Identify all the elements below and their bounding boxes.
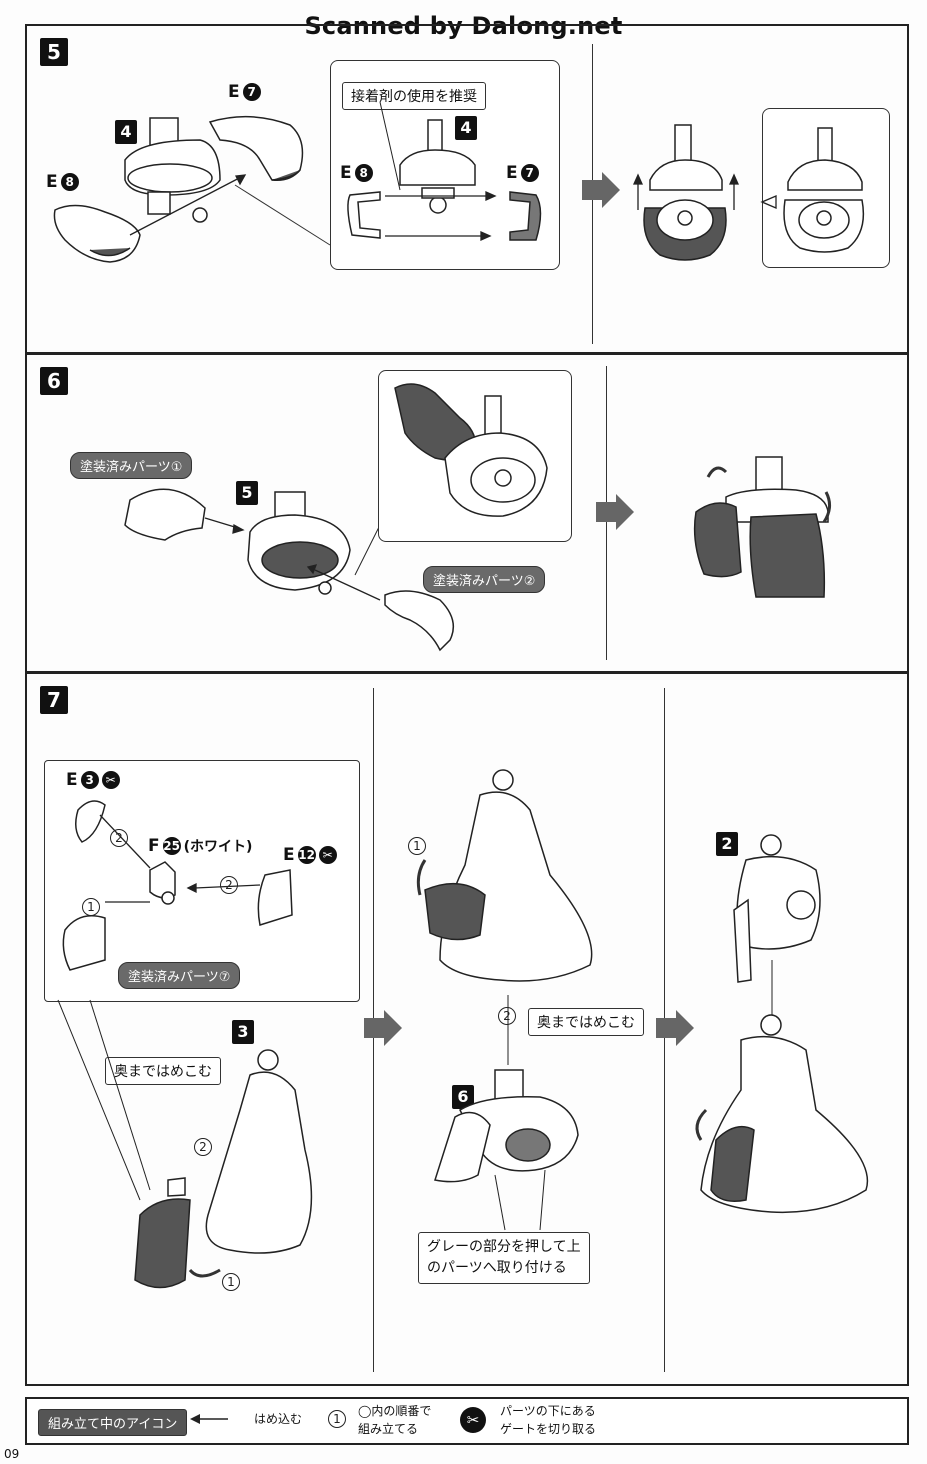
step7-grey-note: グレーの部分を押して上 のパーツへ取り付ける (418, 1232, 590, 1284)
page-number: 09 (4, 1447, 20, 1461)
step7-mid-drawing (416, 769, 593, 1231)
grey-note-line-2: のパーツへ取り付ける (427, 1260, 567, 1276)
step6-painted-part-2: 塗装済みパーツ② (423, 566, 546, 593)
step7-mid-order-2: 2 (498, 1007, 516, 1025)
step7-subassembly-drawing (62, 800, 293, 971)
step7-painted-part-7: 塗装済みパーツ⑦ (118, 962, 241, 989)
step7-big-arrow-1 (364, 1010, 402, 1046)
step5-part4-badge: 4 (115, 120, 137, 144)
step7-part2-badge: 2 (716, 832, 738, 856)
step6-painted-part-1: 塗装済みパーツ① (70, 452, 193, 479)
scan-credit: Scanned by Dalong.net (304, 12, 623, 40)
step5-number: 5 (40, 38, 68, 66)
gate-icon: ✂ (318, 846, 337, 864)
step7-press-note-left: 奥まではめこむ (105, 1057, 221, 1085)
step6-zoom-drawing (394, 383, 548, 517)
legend-order-icon: 1 (328, 1410, 346, 1428)
step6-big-arrow (596, 494, 634, 530)
legend-gate-line-1: パーツの下にある (500, 1404, 596, 1418)
step5-big-arrow (582, 172, 620, 208)
grey-note-line-1: グレーの部分を押して上 (427, 1239, 581, 1255)
step7-order-2b: 2 (220, 876, 238, 894)
step5-zoom-drawing (347, 101, 542, 242)
legend-gate-line-2: ゲートを切り取る (500, 1422, 597, 1436)
step7-number: 7 (40, 686, 68, 714)
step6-number: 6 (40, 367, 68, 395)
step7-left-drawing (57, 999, 313, 1289)
step5-assembly-drawing (53, 115, 331, 263)
step6-part5-badge: 5 (236, 481, 258, 505)
step7-left-order-2: 2 (194, 1138, 212, 1156)
step5-glue-note: 接着剤の使用を推奨 (342, 82, 486, 110)
step6-result-drawing (693, 456, 831, 598)
step7-left-order-1: 1 (222, 1273, 240, 1291)
step6-assembly-drawing (124, 488, 455, 652)
legend-title: 組み立て中のアイコン (38, 1409, 188, 1436)
legend-arrow-icon (190, 1414, 228, 1424)
step7-order-2a: 2 (110, 829, 128, 847)
legend-order-line-2: 組み立てる (358, 1422, 419, 1436)
step7-mid-order-1: 1 (408, 837, 426, 855)
legend-order-line-1: ◯内の順番で (358, 1404, 432, 1418)
step7-panel (25, 672, 909, 1386)
step7-big-arrow-2 (656, 1010, 694, 1046)
legend-order-text: ◯内の順番で 組み立てる (358, 1402, 431, 1438)
step7-press-note-mid: 奥まではめこむ (528, 1008, 644, 1036)
step5-result-zoom-drawing (760, 127, 865, 253)
gate-icon: ✂ (101, 771, 120, 789)
step5-result-drawing (632, 124, 740, 261)
legend-gate-icon: ✂ (460, 1407, 486, 1433)
legend-gate-text: パーツの下にある ゲートを切り取る (500, 1402, 596, 1438)
legend-arrow-text: はめ込む (254, 1412, 303, 1426)
step7-right-drawing (695, 834, 869, 1214)
step5-zoom-part4: 4 (455, 116, 477, 140)
step7-part3-badge: 3 (232, 1020, 254, 1044)
step7-part6-badge: 6 (452, 1085, 474, 1109)
